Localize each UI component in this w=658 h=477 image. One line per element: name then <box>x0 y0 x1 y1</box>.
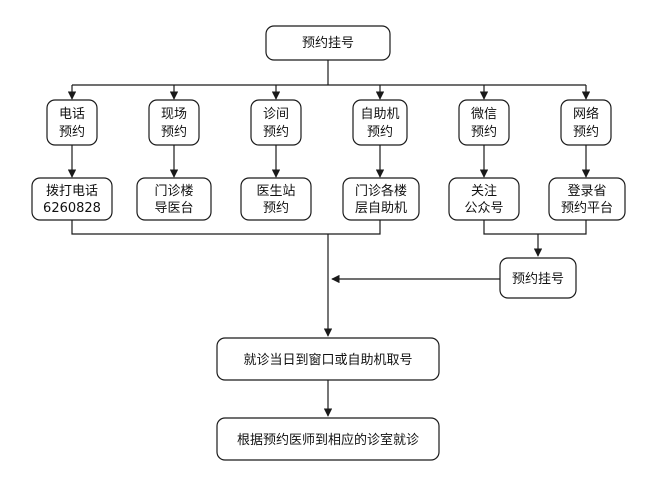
channel-node-label-line2: 预约 <box>573 125 599 140</box>
connectors <box>67 60 591 417</box>
channel-node-label-line1: 网络 <box>573 106 599 122</box>
merge-node-label: 预约挂号 <box>512 272 564 287</box>
method-node-box <box>448 177 520 221</box>
channel-nodes: 电话 预约 现场 预约 诊间 预约 自助机 预约 微信 预约 网络 预约 <box>46 99 612 146</box>
method-node-label-line2: 预约平台 <box>561 201 613 216</box>
channel-node-label-line2: 预约 <box>59 125 85 140</box>
channel-node-5: 微信 预约 <box>458 99 510 146</box>
method-node-label-line1: 拨打电话 <box>46 184 98 199</box>
method-node-3: 医生站 预约 <box>240 177 312 221</box>
channel-node-label-line1: 自助机 <box>360 107 399 122</box>
channel-node-label-line1: 电话 <box>59 107 85 122</box>
top-node: 预约挂号 <box>265 25 391 61</box>
merge-node: 预约挂号 <box>499 257 577 299</box>
method-node-2: 门诊楼 导医台 <box>136 177 212 221</box>
method-node-box <box>548 177 626 221</box>
step1-node: 就诊当日到窗口或自助机取号 <box>216 337 440 381</box>
method-node-label-line2: 导医台 <box>154 201 193 216</box>
channel-node-4: 自助机 预约 <box>352 99 408 146</box>
method-node-6: 登录省 预约平台 <box>548 177 626 221</box>
channel-node-label-line2: 预约 <box>263 125 289 140</box>
method-node-label-line2: 公众号 <box>464 201 503 216</box>
method-node-5: 关注 公众号 <box>448 177 520 221</box>
channel-node-1: 电话 预约 <box>46 99 98 146</box>
channel-node-box <box>352 99 408 146</box>
step2-node: 根据预约医师到相应的诊室就诊 <box>216 417 440 461</box>
step1-node-box <box>216 337 440 381</box>
channel-node-label-line1: 现场 <box>161 107 187 122</box>
step2-node-box <box>216 417 440 461</box>
method-node-4: 门诊各楼 层自助机 <box>342 177 420 221</box>
step2-node-label: 根据预约医师到相应的诊室就诊 <box>237 432 419 448</box>
method-node-label-line2: 6260828 <box>43 201 101 216</box>
method-node-box <box>342 177 420 221</box>
method-node-label-line1: 医生站 <box>256 184 295 199</box>
channel-node-box <box>250 99 302 146</box>
method-node-1: 拨打电话 6260828 <box>31 177 113 221</box>
method-node-label-line1: 门诊各楼 <box>355 183 407 199</box>
channel-node-label-line1: 微信 <box>471 107 497 122</box>
channel-node-label-line2: 预约 <box>471 125 497 140</box>
method-node-box <box>240 177 312 221</box>
method-node-label-line1: 登录省 <box>567 184 606 199</box>
method-node-label-line2: 层自助机 <box>355 201 407 216</box>
method-node-label-line1: 关注 <box>471 184 497 199</box>
channel-node-label-line2: 预约 <box>367 125 393 140</box>
merge-node-box <box>499 257 577 299</box>
method-node-label-line2: 预约 <box>263 201 289 216</box>
method-nodes: 拨打电话 6260828 门诊楼 导医台 医生站 预约 门诊各楼 层自助机 关注… <box>31 177 626 221</box>
channel-node-box <box>458 99 510 146</box>
method-node-box <box>136 177 212 221</box>
method-node-label-line1: 门诊楼 <box>154 184 193 199</box>
connector-right-collector <box>483 220 587 235</box>
top-node-box <box>265 25 391 61</box>
method-node-box <box>31 177 113 221</box>
channel-node-label-line1: 诊间 <box>263 107 289 122</box>
channel-node-2: 现场 预约 <box>148 99 200 146</box>
channel-node-box <box>560 99 612 146</box>
step1-node-label: 就诊当日到窗口或自助机取号 <box>243 352 412 368</box>
connector-left-collector <box>71 220 381 235</box>
top-node-label: 预约挂号 <box>302 36 354 51</box>
channel-node-6: 网络 预约 <box>560 99 612 146</box>
channel-node-box <box>148 99 200 146</box>
channel-node-3: 诊间 预约 <box>250 99 302 146</box>
channel-node-label-line2: 预约 <box>161 125 187 140</box>
channel-node-box <box>46 99 98 146</box>
